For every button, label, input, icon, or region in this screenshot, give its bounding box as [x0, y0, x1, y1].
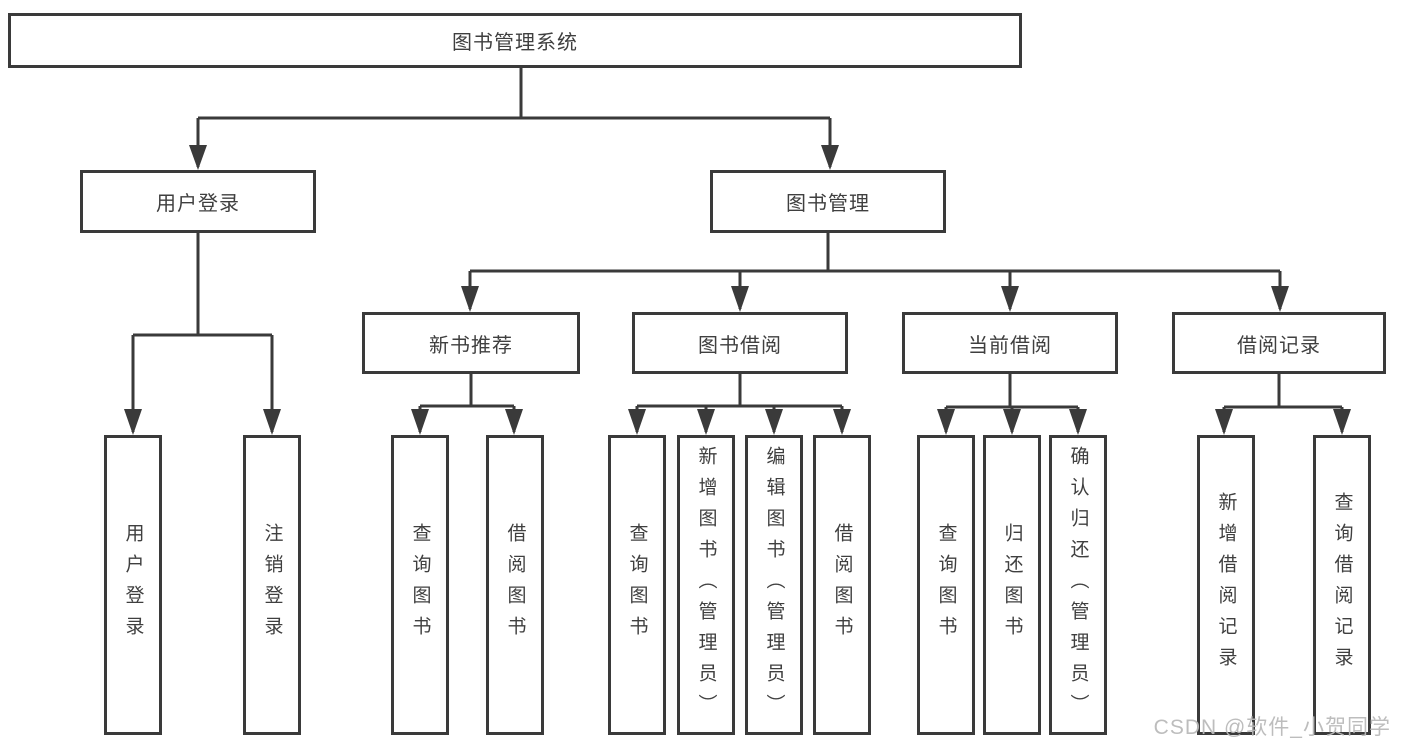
leaf-return-books: 归还图书	[983, 435, 1041, 735]
watermark-text: CSDN @软件_小贺同学	[1153, 716, 1391, 739]
node-book-borrowing: 图书借阅	[632, 312, 848, 374]
leaf-query-books-current: 查询图书	[917, 435, 975, 735]
leaf-query-books-borrowing: 查询图书	[608, 435, 666, 735]
leaf-logout: 注销登录	[243, 435, 301, 735]
node-current-borrowing: 当前借阅	[902, 312, 1118, 374]
leaf-query-borrow-record: 查询借阅记录	[1313, 435, 1371, 735]
node-book-management: 图书管理	[710, 170, 946, 233]
node-user-login: 用户登录	[80, 170, 316, 233]
leaf-edit-books-admin: 编辑图书（管理员）	[745, 435, 803, 735]
leaf-add-books-admin: 新增图书（管理员）	[677, 435, 735, 735]
node-borrow-records: 借阅记录	[1172, 312, 1386, 374]
leaf-query-books-recommend: 查询图书	[391, 435, 449, 735]
leaf-user-login: 用户登录	[104, 435, 162, 735]
leaf-borrow-books-borrowing: 借阅图书	[813, 435, 871, 735]
node-root-title: 图书管理系统	[8, 13, 1022, 68]
node-new-book-recommend: 新书推荐	[362, 312, 580, 374]
leaf-add-borrow-record: 新增借阅记录	[1197, 435, 1255, 735]
leaf-confirm-return-admin: 确认归还（管理员）	[1049, 435, 1107, 735]
leaf-borrow-books-recommend: 借阅图书	[486, 435, 544, 735]
